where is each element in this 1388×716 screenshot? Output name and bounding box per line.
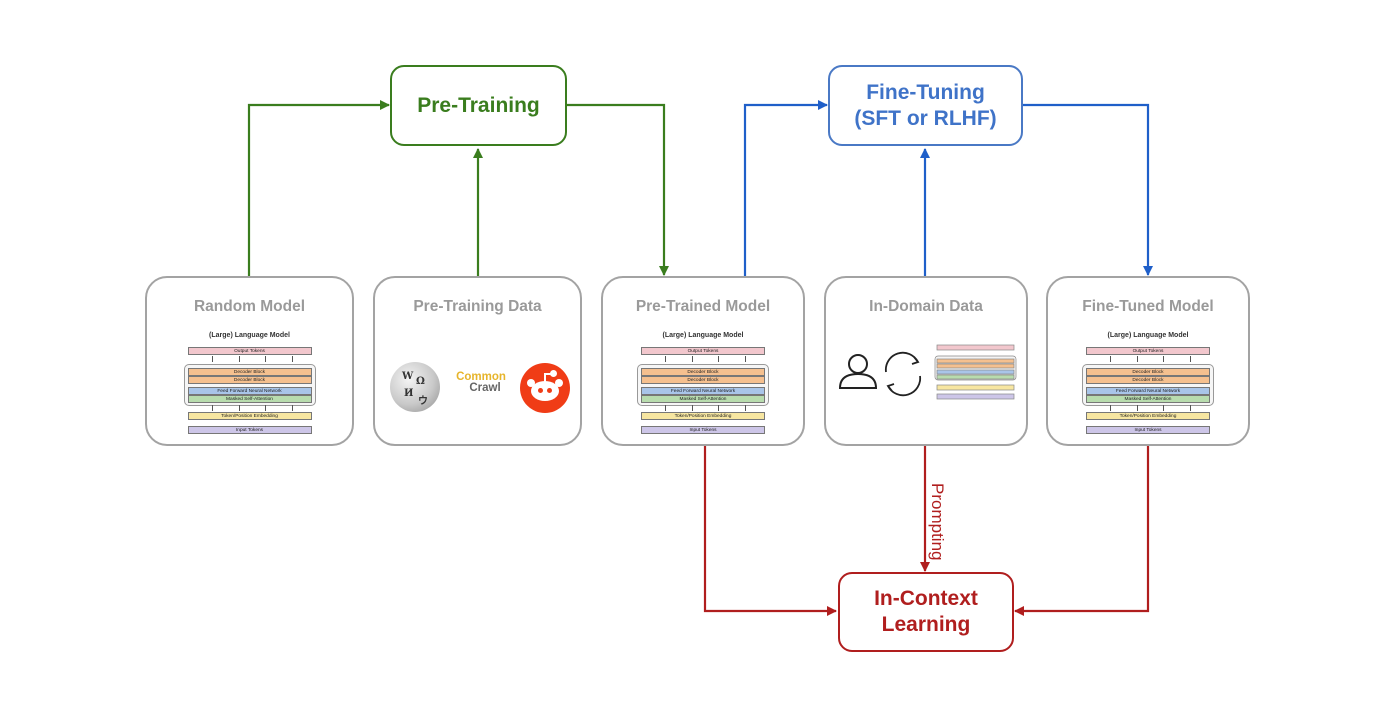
fine-tuned-model-card: Fine-Tuned Model (Large) Language Model … xyxy=(1046,276,1250,446)
in-context-label-line2: Learning xyxy=(881,613,971,636)
prompting-edge-label: Prompting xyxy=(928,483,947,561)
decoder-block-bar: Decoder Block xyxy=(1086,376,1210,384)
masked-attention-bar: Masked Self-Attention xyxy=(187,395,312,403)
embedding-bar: Token/Position Embedding xyxy=(1086,412,1210,420)
output-tokens-bar: Output Tokens xyxy=(187,347,312,355)
input-tokens-bar: Input Tokens xyxy=(1086,426,1210,434)
pre-training-data-title: Pre-Training Data xyxy=(413,298,542,315)
lm-caption: (Large) Language Model xyxy=(662,332,744,339)
in-context-label-line1: In-Context xyxy=(874,587,978,610)
pre-training-data-card: Pre-Training Data W Ω И ウ Common Crawl xyxy=(373,276,582,446)
random-model-card: Random Model (Large) Language Model Outp… xyxy=(145,276,354,446)
language-model-diagram: (Large) Language Model Output Tokens Dec… xyxy=(147,328,352,438)
output-tokens-bar: Output Tokens xyxy=(1086,347,1210,355)
embedding-bar: Token/Position Embedding xyxy=(641,412,765,420)
data-source-logos: W Ω И ウ Common Crawl xyxy=(375,358,580,418)
common-crawl-line2: Crawl xyxy=(469,382,501,394)
human-feedback-illustration xyxy=(838,344,1017,400)
feed-forward-bar: Feed Forward Neural Network xyxy=(187,387,312,395)
pre-trained-model-title: Pre-Trained Model xyxy=(635,298,771,315)
masked-attention-bar: Masked Self-Attention xyxy=(641,395,765,403)
common-crawl-logo: Common Crawl xyxy=(453,371,509,394)
fine-tuned-model-title: Fine-Tuned Model xyxy=(1082,298,1214,315)
arrow-finetuned-to-icl xyxy=(1014,446,1150,616)
arrow-random-to-pretraining xyxy=(247,100,390,276)
decoder-block-bar: Decoder Block xyxy=(641,376,765,384)
in-domain-data-card: In-Domain Data xyxy=(824,276,1028,446)
pre-training-label: Pre-Training xyxy=(417,93,540,117)
arrow-pretraining-to-pretrained xyxy=(567,103,669,276)
fine-tuning-box: Fine-Tuning (SFT or RLHF) xyxy=(828,65,1023,146)
arrow-pretrained-to-icl xyxy=(703,446,837,616)
decoder-block-bar: Decoder Block xyxy=(187,376,312,384)
arrow-finetuning-to-finetuned xyxy=(1023,103,1153,276)
pre-trained-model-card: Pre-Trained Model (Large) Language Model… xyxy=(601,276,805,446)
refresh-cycle-icon xyxy=(884,351,922,397)
decoder-block-bar: Decoder Block xyxy=(187,368,312,376)
arrow-pretrained-to-finetuning xyxy=(743,100,828,276)
language-model-diagram: (Large) Language Model Output Tokens Dec… xyxy=(1048,328,1248,438)
decoder-block-bar: Decoder Block xyxy=(1086,368,1210,376)
mini-model-diagram-icon xyxy=(934,344,1017,400)
decoder-block-bar: Decoder Block xyxy=(641,368,765,376)
in-context-learning-box: In-Context Learning xyxy=(838,572,1014,652)
in-domain-data-title: In-Domain Data xyxy=(869,298,983,315)
language-model-diagram: (Large) Language Model Output Tokens Dec… xyxy=(603,328,803,438)
reddit-logo-icon xyxy=(520,363,570,413)
feed-forward-bar: Feed Forward Neural Network xyxy=(1086,387,1210,395)
wikipedia-logo-icon: W Ω И ウ xyxy=(390,362,440,412)
embedding-bar: Token/Position Embedding xyxy=(187,412,312,420)
feed-forward-bar: Feed Forward Neural Network xyxy=(641,387,765,395)
fine-tuning-sublabel: (SFT or RLHF) xyxy=(854,106,997,130)
fine-tuning-label: Fine-Tuning xyxy=(866,80,985,104)
input-tokens-bar: Input Tokens xyxy=(187,426,312,434)
lm-caption: (Large) Language Model xyxy=(209,332,290,339)
user-icon xyxy=(838,354,878,389)
lm-caption: (Large) Language Model xyxy=(1107,332,1189,339)
masked-attention-bar: Masked Self-Attention xyxy=(1086,395,1210,403)
random-model-title: Random Model xyxy=(193,298,306,315)
output-tokens-bar: Output Tokens xyxy=(641,347,765,355)
input-tokens-bar: Input Tokens xyxy=(641,426,765,434)
common-crawl-line1: Common xyxy=(456,371,506,383)
pre-training-box: Pre-Training xyxy=(390,65,567,146)
